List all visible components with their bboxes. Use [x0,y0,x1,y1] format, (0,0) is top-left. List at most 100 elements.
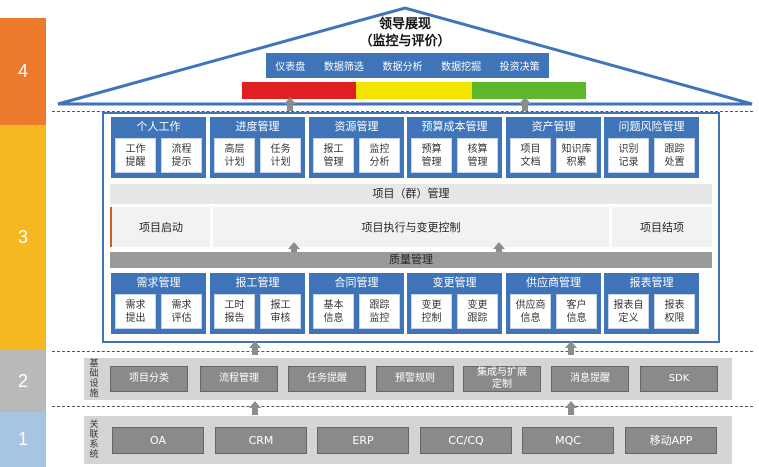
quality-bar: 质量管理 [110,252,712,268]
level-2-bar: 2 [0,350,46,412]
top-module[interactable]: 预算成本管理预算 管理核算 管理 [407,117,502,178]
top-sub-item[interactable]: 高层 计划 [214,138,255,173]
linked-system-item[interactable]: ERP [317,427,409,454]
bottom-module-title: 供应商管理 [526,276,581,289]
top-sub-item[interactable]: 项目 文档 [510,138,551,173]
bottom-sub-item[interactable]: 客户 信息 [556,294,597,329]
project-group-label: 项目（群）管理 [372,187,450,200]
up-arrow-icon [565,401,577,415]
bottom-sub-item[interactable]: 需求 提出 [115,294,156,329]
divider-level3 [52,351,753,352]
divider-level2 [52,406,753,407]
phase-closure[interactable]: 项目结项 [612,207,712,247]
top-sub-item[interactable]: 工作 提醒 [115,138,156,173]
level-3-bar: 3 [0,125,46,350]
top-sub-item[interactable]: 流程 提示 [161,138,202,173]
bottom-sub-item[interactable]: 供应商 信息 [510,294,551,329]
top-module[interactable]: 资源管理报工 管理监控 分析 [309,117,404,178]
roof-item-analysis[interactable]: 数据分析 [382,62,423,73]
bottom-module-title: 报表管理 [629,276,674,289]
level-4-bar: 4 [0,18,46,125]
bottom-sub-item[interactable]: 需求 评估 [161,294,202,329]
status-green-bar [472,82,586,99]
bottom-sub-item[interactable]: 变更 跟踪 [457,294,498,329]
bottom-sub-item[interactable]: 报表自 定义 [608,294,649,329]
top-module[interactable]: 个人工作工作 提醒流程 提示 [111,117,206,178]
level-1-bar: 1 [0,412,46,467]
up-arrow-icon [249,341,261,355]
top-module[interactable]: 资产管理项目 文档知识库 积累 [506,117,601,178]
top-sub-item[interactable]: 知识库 积累 [556,138,597,173]
bottom-module-title: 合同管理 [334,276,379,289]
top-sub-item[interactable]: 识别 记录 [608,138,649,173]
roof-items-bar: 仪表盘 数据筛选 数据分析 数据挖掘 投资决策 [266,53,549,78]
phase-initiation-label: 项目启动 [139,221,183,234]
phase-execution-label: 项目执行与变更控制 [361,221,461,234]
project-group-bar: 项目（群）管理 [110,184,712,204]
roof-item-filter[interactable]: 数据筛选 [323,62,364,73]
linked-systems-label: 关联系统 [89,420,99,460]
bottom-sub-item[interactable]: 跟踪 监控 [359,294,400,329]
bottom-module[interactable]: 报表管理报表自 定义报表 权限 [604,273,699,334]
top-module-title: 资源管理 [334,120,379,133]
linked-system-item[interactable]: MQC [522,427,614,454]
roof-item-dashboard[interactable]: 仪表盘 [275,62,306,73]
top-module-title: 问题风险管理 [618,120,685,133]
top-module[interactable]: 进度管理高层 计划任务 计划 [210,117,305,178]
linked-system-item[interactable]: CRM [215,427,307,454]
bottom-module-title: 变更管理 [432,276,477,289]
top-module-title: 资产管理 [531,120,576,133]
top-sub-item[interactable]: 跟踪 处置 [654,138,695,173]
top-module[interactable]: 问题风险管理识别 记录跟踪 处置 [604,117,699,178]
phase-initiation[interactable]: 项目启动 [110,207,210,247]
level-4-label: 4 [17,61,28,81]
top-module-title: 预算成本管理 [421,120,488,133]
up-arrow-icon [519,97,531,111]
infrastructure-item[interactable]: 消息提醒 [551,366,629,392]
top-sub-item[interactable]: 预算 管理 [411,138,452,173]
bottom-module[interactable]: 报工管理工时 报告报工 审核 [210,273,305,334]
status-red-bar [242,82,356,99]
roof-title: 领导展现 （监控与评价） [359,17,451,49]
bottom-sub-item[interactable]: 报表 权限 [654,294,695,329]
phase-closure-label: 项目结项 [640,221,684,234]
divider-top [52,111,753,112]
linked-system-item[interactable]: OA [112,427,204,454]
status-yellow-bar [356,82,472,99]
bottom-module[interactable]: 供应商管理供应商 信息客户 信息 [506,273,601,334]
up-arrow-icon [565,341,577,355]
roof-item-mining[interactable]: 数据挖掘 [441,62,482,73]
infrastructure-item[interactable]: 预警规则 [376,366,454,392]
top-sub-item[interactable]: 任务 计划 [260,138,301,173]
bottom-sub-item[interactable]: 报工 审核 [260,294,301,329]
top-sub-item[interactable]: 核算 管理 [457,138,498,173]
bottom-sub-item[interactable]: 基本 信息 [313,294,354,329]
linked-system-item[interactable]: 移动APP [625,427,717,454]
top-sub-item[interactable]: 报工 管理 [313,138,354,173]
bottom-module[interactable]: 需求管理需求 提出需求 评估 [111,273,206,334]
top-module-title: 个人工作 [136,120,181,133]
level-1-label: 1 [17,429,28,449]
phase-execution[interactable]: 项目执行与变更控制 [213,207,609,247]
top-module-title: 进度管理 [235,120,280,133]
top-sub-item[interactable]: 监控 分析 [359,138,400,173]
up-arrow-icon [284,97,296,111]
bottom-module-title: 报工管理 [235,276,280,289]
infrastructure-item[interactable]: 项目分类 [110,366,188,392]
roof-item-decision[interactable]: 投资决策 [499,62,540,73]
bottom-sub-item[interactable]: 变更 控制 [411,294,452,329]
bottom-module-title: 需求管理 [136,276,181,289]
bottom-sub-item[interactable]: 工时 报告 [214,294,255,329]
infrastructure-item[interactable]: 流程管理 [200,366,278,392]
bottom-module[interactable]: 合同管理基本 信息跟踪 监控 [309,273,404,334]
quality-label: 质量管理 [389,253,433,266]
linked-system-item[interactable]: CC/CQ [420,427,512,454]
bottom-module[interactable]: 变更管理变更 控制变更 跟踪 [407,273,502,334]
infrastructure-item[interactable]: SDK [640,366,718,392]
infrastructure-item[interactable]: 集成与扩展 定制 [463,366,541,392]
infrastructure-label: 基础设施 [89,359,99,399]
level-3-label: 3 [17,227,28,247]
level-2-label: 2 [17,370,28,391]
up-arrow-icon [249,401,261,415]
infrastructure-item[interactable]: 任务提醒 [288,366,366,392]
